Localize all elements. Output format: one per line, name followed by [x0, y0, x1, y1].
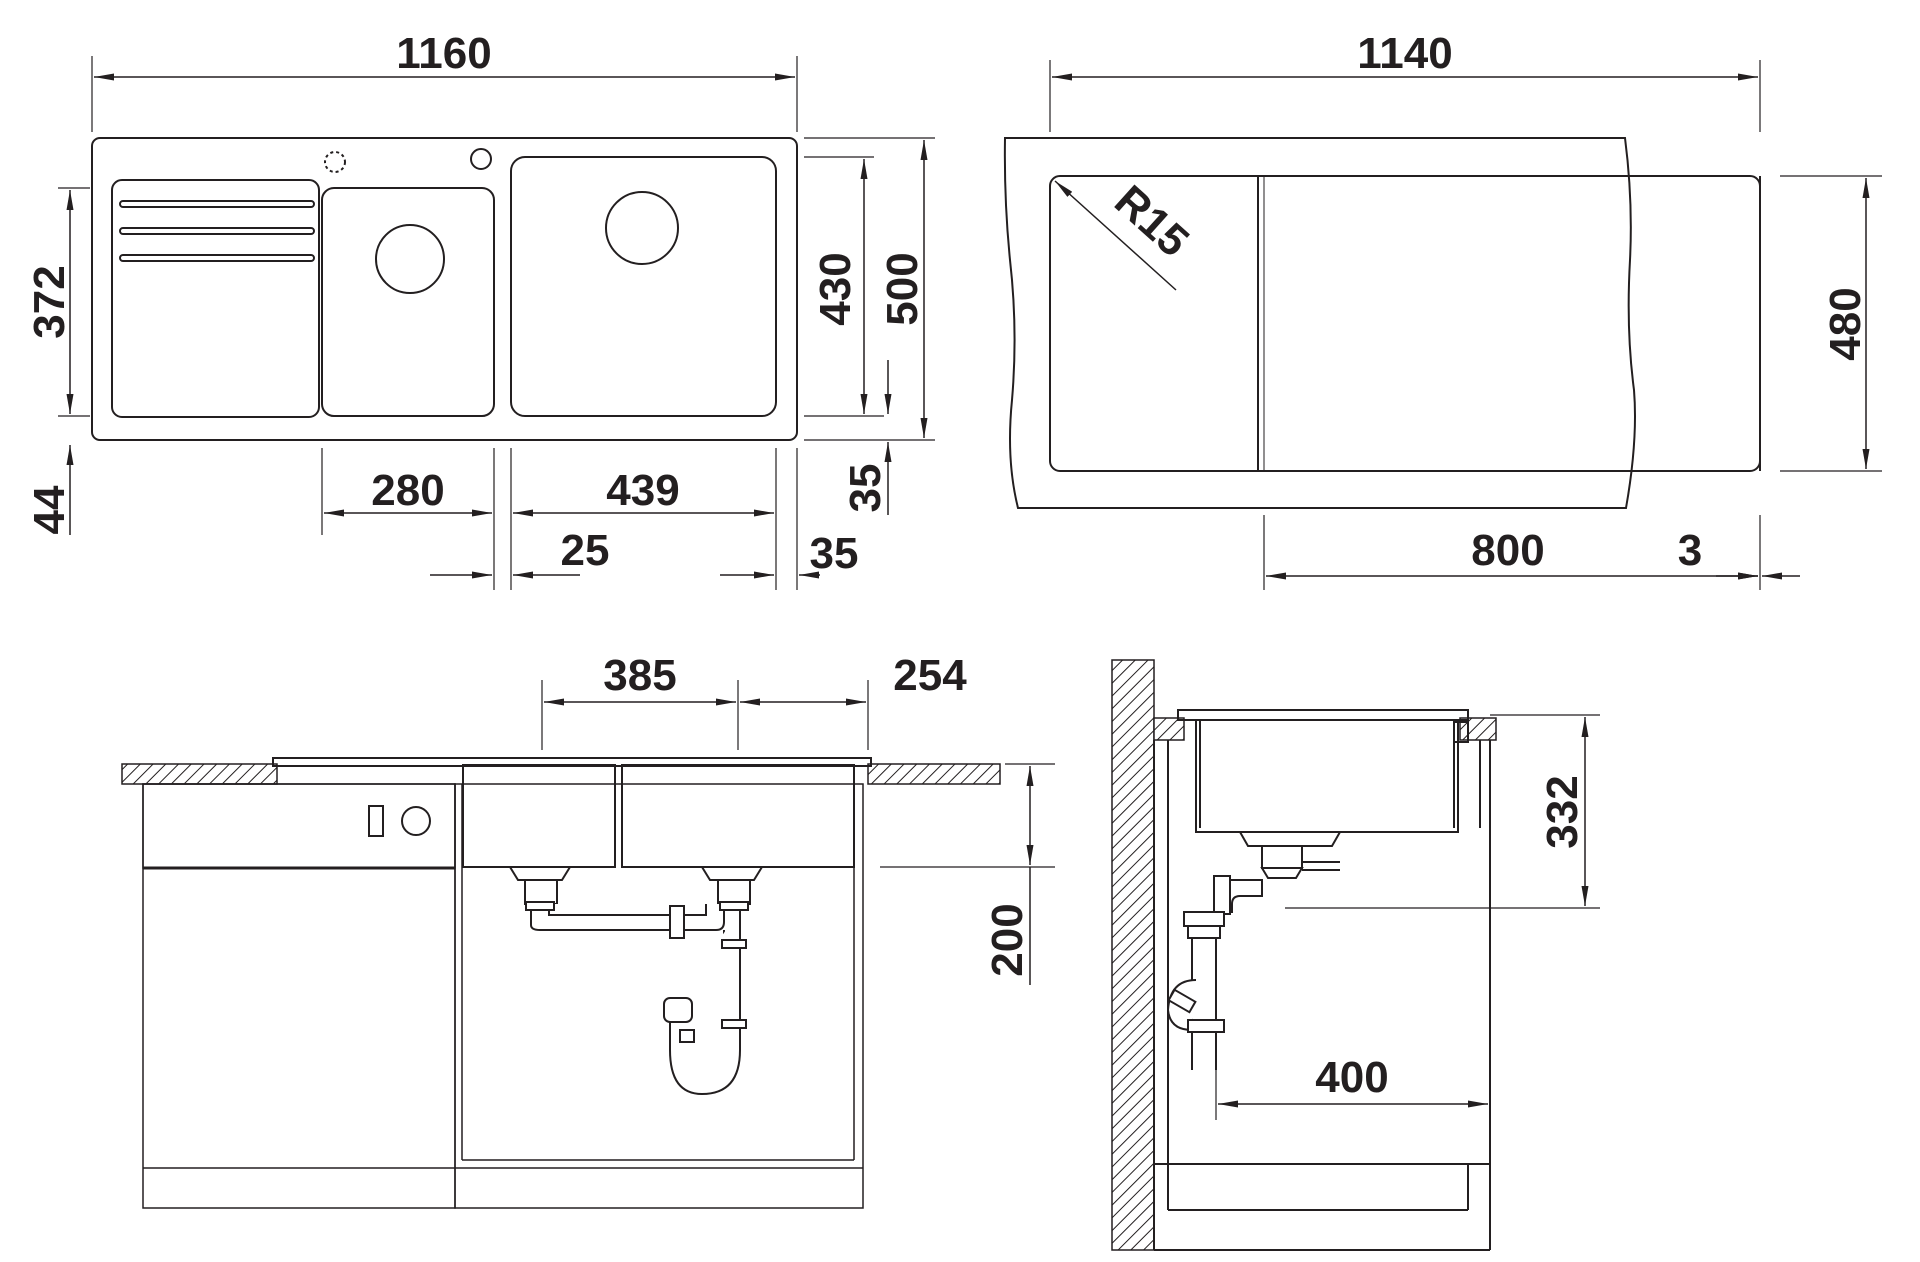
tap-hole-icon	[470, 148, 492, 170]
cutout-view: R15 1140 480 800 3	[1003, 29, 1882, 590]
wall	[1111, 659, 1155, 1251]
top-view: 1160 500 430 372 44 280 439 25 35 35	[25, 29, 935, 590]
large-bowl	[510, 156, 777, 417]
dim-side-height: 332	[1538, 775, 1587, 848]
side-sink	[1153, 709, 1491, 1251]
dim-radius: R15	[1105, 176, 1198, 266]
dim-center-distance: 385	[603, 651, 676, 700]
dim-front-height: 200	[983, 903, 1032, 976]
dim-cutout-depth: 480	[1821, 287, 1870, 360]
cabinets	[142, 783, 864, 1209]
countertop-left	[121, 763, 278, 785]
dim-side-depth: 400	[1315, 1053, 1388, 1102]
front-large-bowl	[621, 764, 855, 868]
sink-outline	[91, 137, 798, 441]
drainer-area	[111, 179, 320, 418]
side-plumbing	[1166, 831, 1342, 1070]
dim-overall-depth: 500	[878, 252, 927, 325]
small-bowl-drain-icon	[375, 224, 445, 294]
front-view: 385 254 200	[121, 651, 1055, 1209]
side-countertop-left	[1153, 717, 1185, 741]
appliance-display-icon	[368, 805, 384, 837]
dim-front-offset: 44	[25, 485, 74, 534]
dim-overall-width: 1160	[396, 29, 491, 78]
front-plumbing	[508, 866, 764, 1096]
tap-hole-icon	[324, 151, 346, 173]
side-view: 332 400	[1111, 659, 1600, 1251]
dim-bowl-depth: 430	[811, 252, 860, 325]
dim-bowl-width: 800	[1471, 526, 1544, 575]
dim-right-margin: 35	[810, 529, 859, 578]
countertop-right	[867, 763, 1001, 785]
dim-edge-offset: 3	[1678, 526, 1702, 575]
appliance-knob-icon	[401, 806, 431, 836]
dim-small-bowl-width: 280	[371, 466, 444, 515]
dim-large-bowl-width: 439	[606, 466, 679, 515]
front-small-bowl	[462, 764, 616, 868]
dim-left-depth: 372	[25, 265, 74, 338]
large-bowl-drain-icon	[605, 191, 679, 265]
dim-edge-distance: 254	[893, 651, 967, 700]
small-bowl	[321, 187, 495, 417]
drainer-grooves	[119, 200, 315, 262]
dim-cutout-width: 1140	[1357, 29, 1452, 78]
dim-back-margin: 35	[841, 464, 890, 513]
dim-gap: 25	[561, 526, 610, 575]
countertop-break-outline	[1003, 137, 1636, 509]
